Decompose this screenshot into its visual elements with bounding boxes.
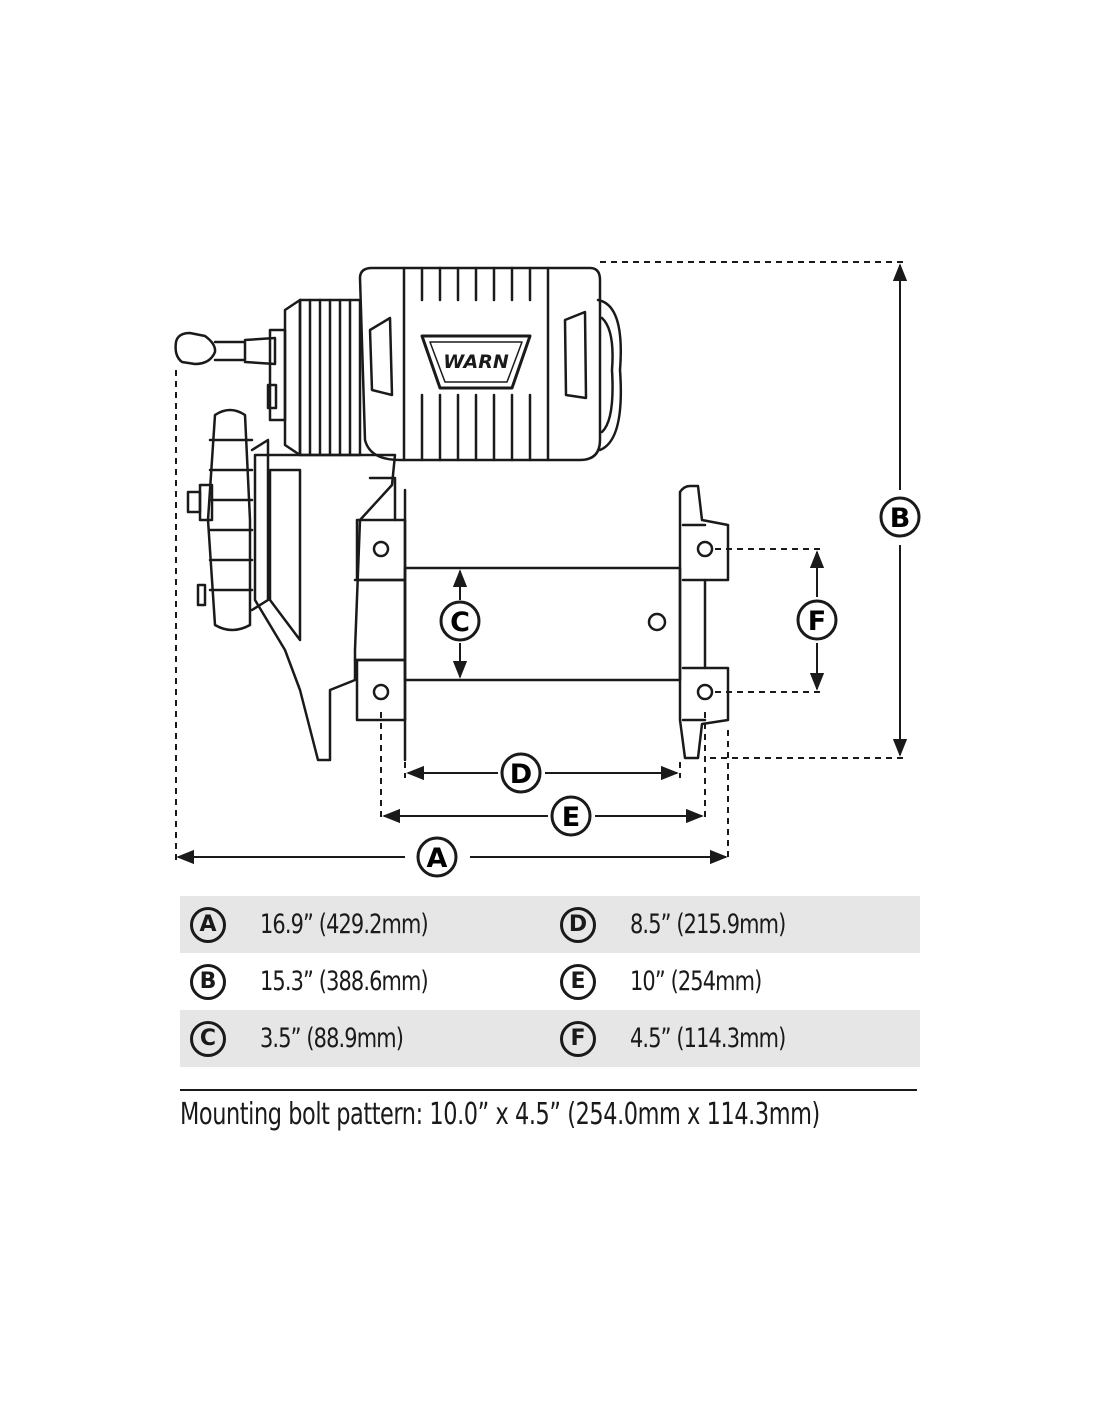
clutch-handle (174, 331, 277, 366)
dimension-badge: F (560, 1020, 596, 1057)
dim-label-e: E (550, 795, 592, 837)
winch-dimension-diagram: A B C D E F WARN (174, 261, 921, 878)
dimension-badge: D (560, 906, 596, 943)
dim-label-f: F (796, 599, 838, 641)
spec-row: A 16.9” (429.2mm) D 8.5” (215.9mm) (180, 896, 920, 953)
svg-text:C: C (450, 607, 470, 638)
spec-cell: B 15.3” (388.6mm) (190, 953, 455, 1010)
dimension-value: 16.9” (429.2mm) (260, 909, 429, 940)
dimension-value: 8.5” (215.9mm) (630, 909, 786, 940)
dim-label-c: C (439, 600, 481, 642)
dimension-value: 3.5” (88.9mm) (260, 1023, 404, 1054)
gear-housing (266, 298, 362, 457)
dimension-badge: C (190, 1020, 226, 1057)
svg-text:F: F (808, 606, 826, 637)
spec-cell: E 10” (254mm) (560, 953, 783, 1010)
svg-text:E: E (562, 802, 580, 833)
svg-text:B: B (890, 503, 911, 534)
dimension-badge: B (190, 963, 226, 1000)
spec-row: C 3.5” (88.9mm) F 4.5” (114.3mm) (180, 1010, 920, 1067)
dimension-spec-table: A 16.9” (429.2mm) D 8.5” (215.9mm) B 15.… (180, 896, 920, 1067)
dimension-value: 10” (254mm) (630, 966, 762, 997)
svg-text:A: A (427, 843, 448, 874)
extension-lines (175, 261, 905, 862)
motor-housing (358, 266, 623, 462)
warn-logo-text: WARN (443, 351, 509, 373)
spec-cell: C 3.5” (88.9mm) (190, 1010, 426, 1067)
spec-cell: A 16.9” (429.2mm) (190, 896, 455, 953)
svg-text:D: D (510, 759, 532, 790)
divider-rule (180, 1089, 917, 1091)
warn-logo (420, 334, 532, 390)
dimension-value: 4.5” (114.3mm) (630, 1023, 786, 1054)
right-end-bracket (678, 484, 730, 760)
gearbox-body (253, 453, 407, 762)
dim-label-a: A (416, 836, 458, 878)
dimension-badge: E (560, 963, 596, 1000)
spec-row: B 15.3” (388.6mm) E 10” (254mm) (180, 953, 920, 1010)
left-mounting-foot (355, 488, 407, 762)
dim-label-b: B (879, 496, 921, 538)
spec-cell: D 8.5” (215.9mm) (560, 896, 811, 953)
spec-cell: F 4.5” (114.3mm) (560, 1010, 811, 1067)
dimension-badge: A (190, 906, 226, 943)
dim-label-d: D (500, 752, 542, 794)
dimension-value: 15.3” (388.6mm) (260, 966, 429, 997)
solenoid-gear-stack (186, 408, 270, 632)
bolt-pattern-note: Mounting bolt pattern: 10.0” x 4.5” (254… (180, 1097, 820, 1132)
